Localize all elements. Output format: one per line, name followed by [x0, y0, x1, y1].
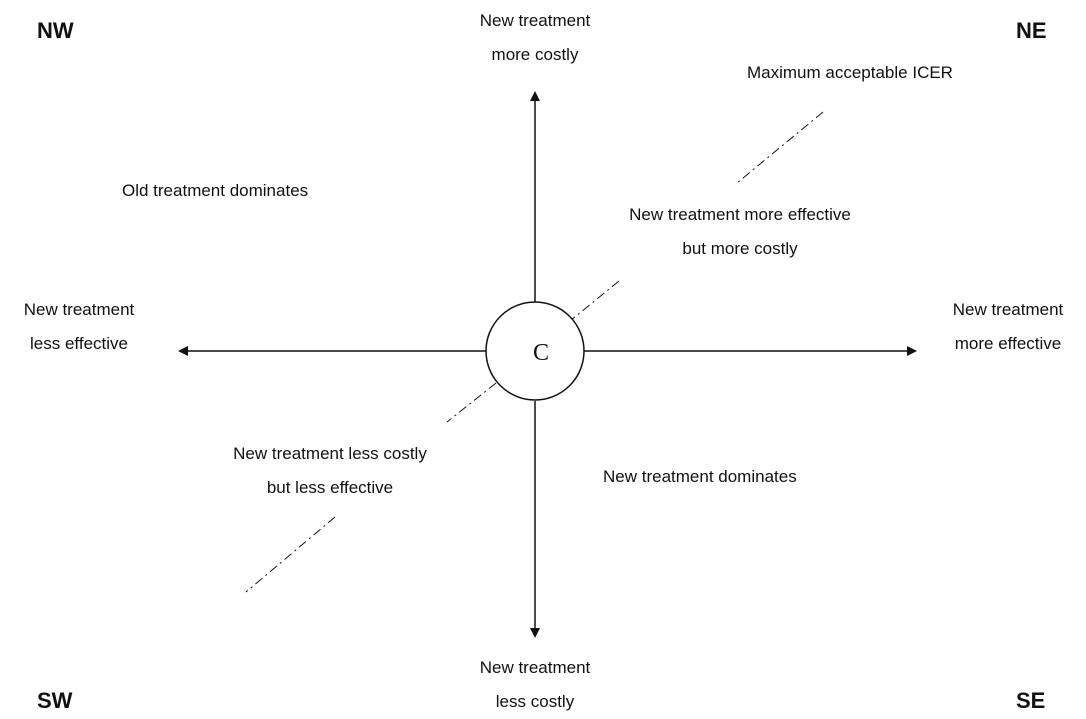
- corner-ne: NE: [1016, 18, 1047, 43]
- quadrant-nw-label: Old treatment dominates: [122, 181, 309, 200]
- center-circle: [485, 301, 585, 401]
- quadrant-se-label: New treatment dominates: [603, 467, 797, 486]
- icer-threshold-label: Maximum acceptable ICER: [747, 63, 953, 82]
- corner-nw: NW: [37, 18, 74, 43]
- corner-sw: SW: [37, 688, 73, 713]
- corner-se: SE: [1016, 688, 1046, 713]
- center-label: C: [533, 340, 549, 366]
- icer-threshold-line: [245, 111, 824, 593]
